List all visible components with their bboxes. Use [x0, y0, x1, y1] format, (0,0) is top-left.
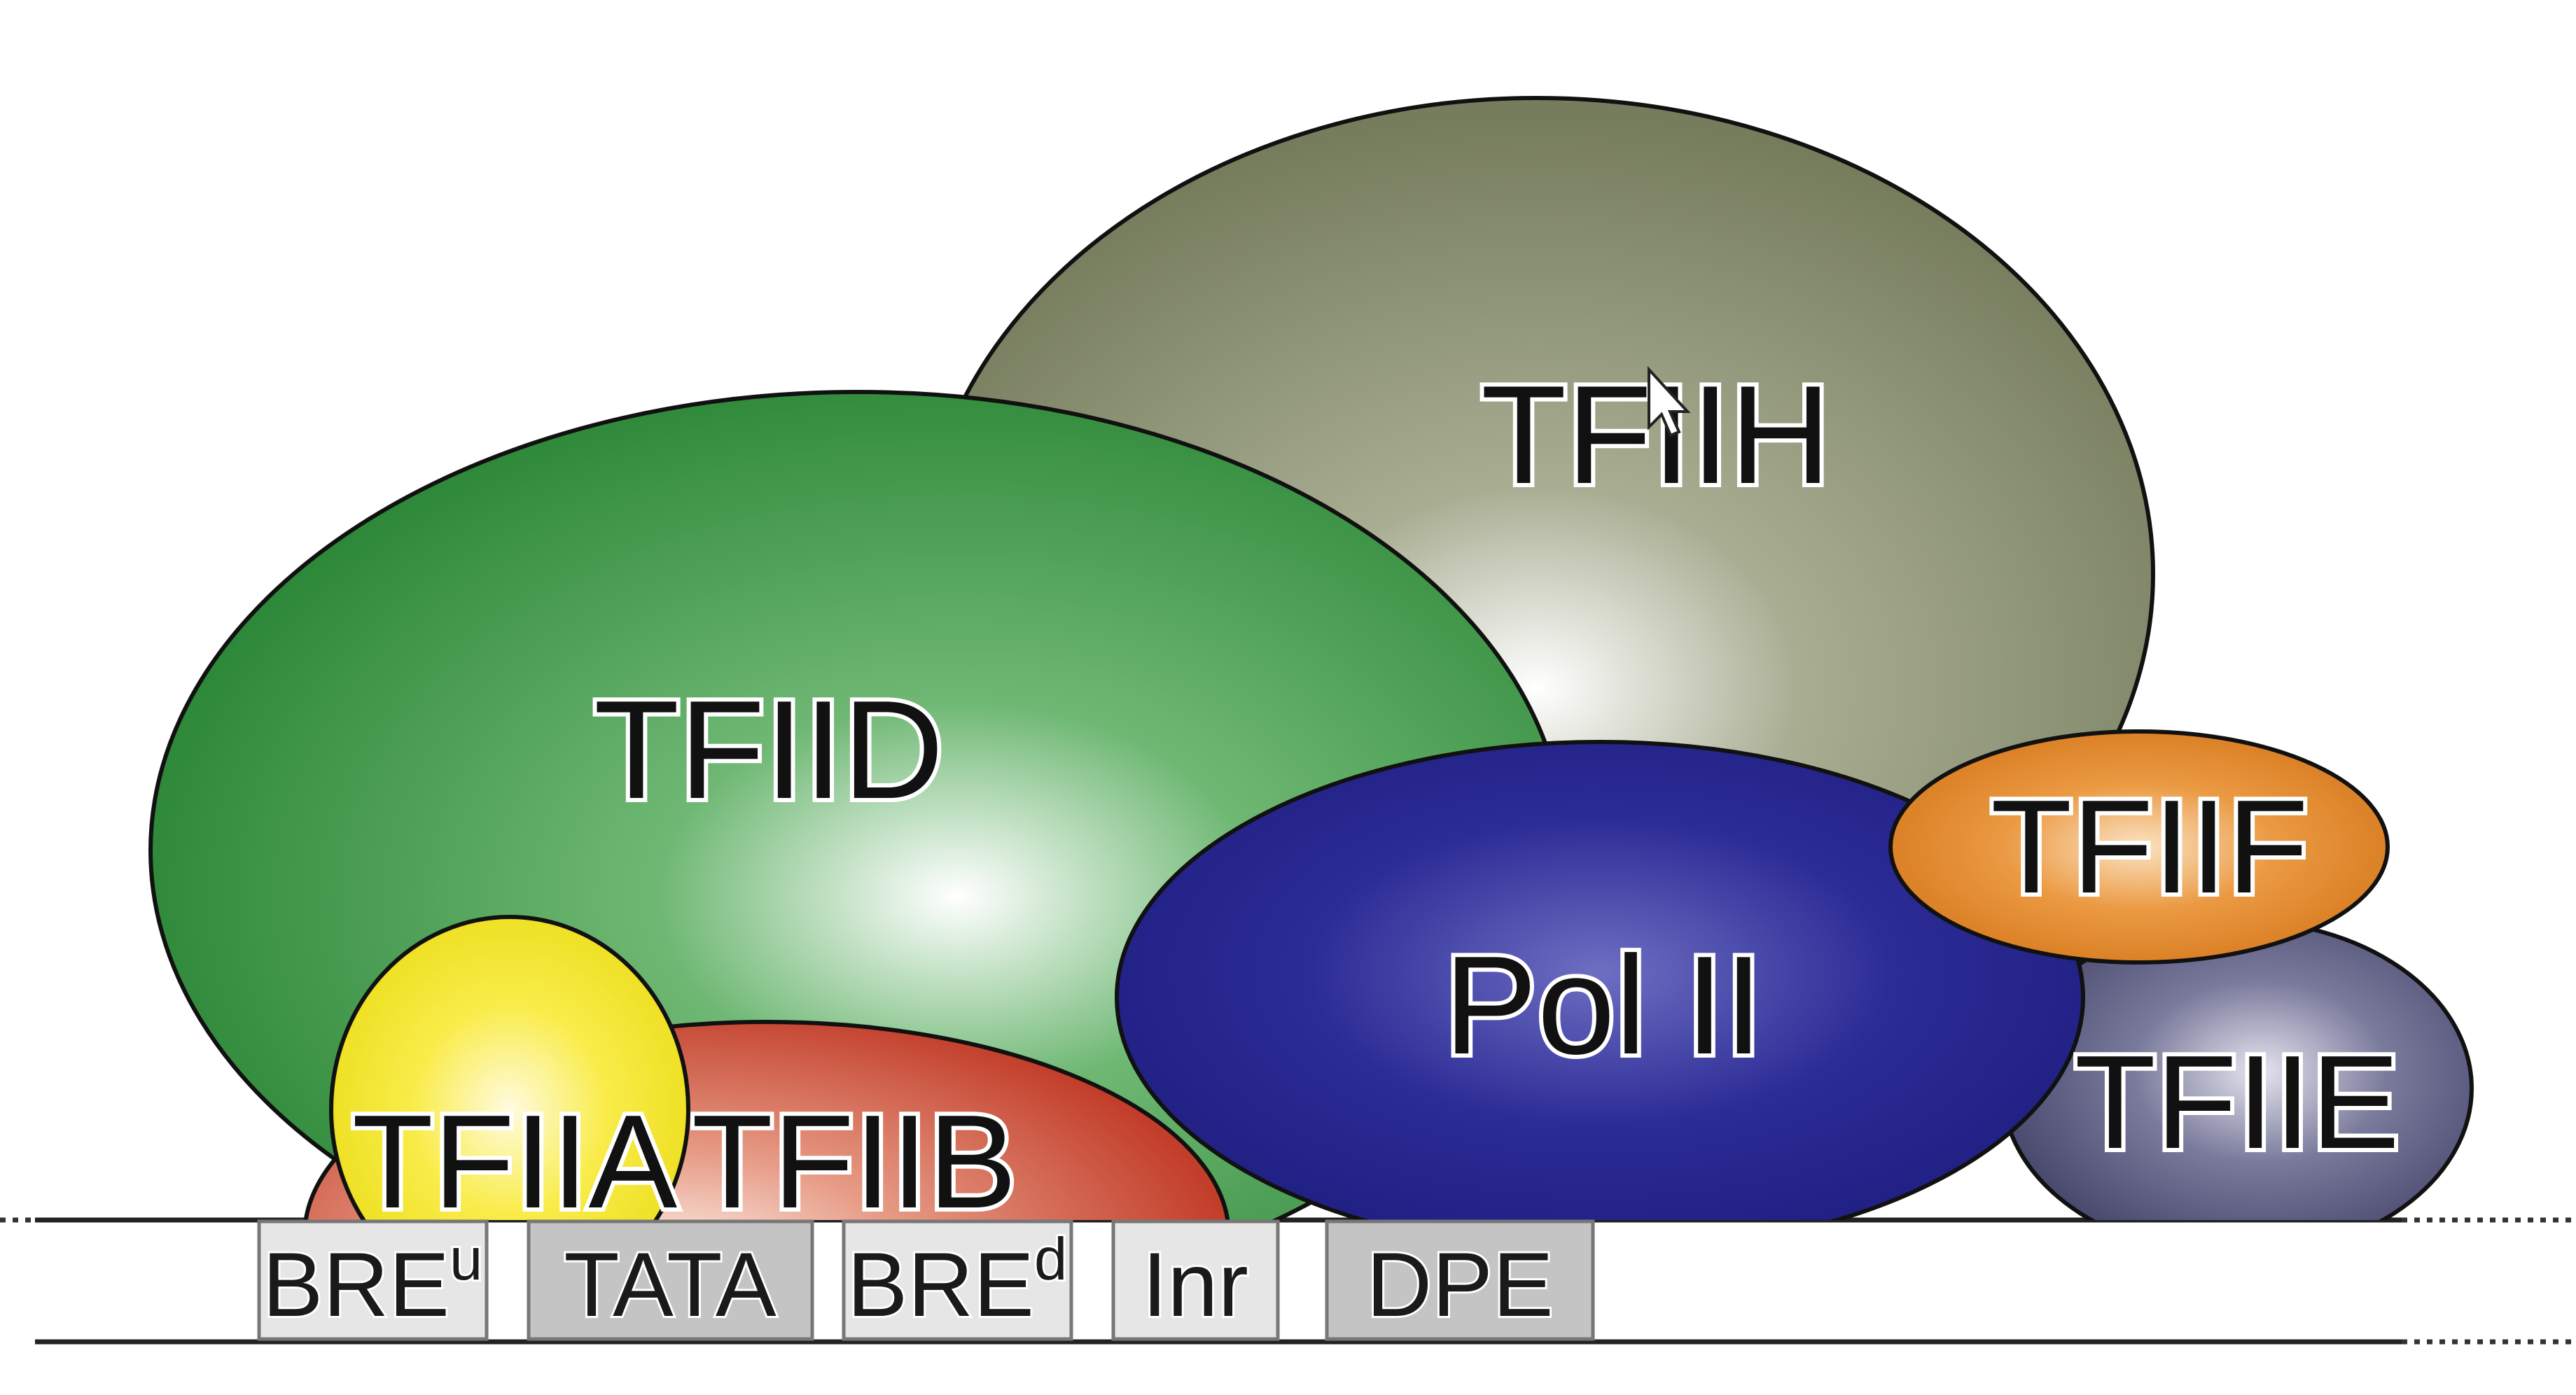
pol2-label: Pol II	[1444, 927, 1763, 1084]
promoter-element-inr: Inr	[1111, 1219, 1280, 1341]
promoter-element-tata: TATA	[527, 1219, 814, 1341]
dpe-box	[1325, 1219, 1595, 1341]
promoter-element-dpe: DPE	[1325, 1219, 1595, 1341]
tfiie-label: TFIIE	[2075, 1028, 2400, 1177]
breu-label: BREu	[263, 1226, 483, 1336]
breu-box	[257, 1219, 489, 1341]
tfiid-label: TFIID	[594, 672, 944, 828]
breu-text: BRE	[263, 1233, 450, 1336]
tata-box	[527, 1219, 814, 1341]
inr-label: Inr	[1142, 1233, 1248, 1336]
bred-sup: d	[1034, 1226, 1067, 1293]
promoter-element-breu: BREu	[257, 1219, 489, 1341]
bred-text: BRE	[847, 1233, 1034, 1336]
tfiib-label: TFIIB	[692, 1088, 1017, 1236]
tfiif-ellipse	[1888, 729, 2390, 965]
tata-label: TATA	[564, 1233, 777, 1336]
tfiia-ellipse	[329, 915, 690, 1220]
mouse-pointer-icon	[1648, 365, 1691, 437]
breu-sup: u	[450, 1226, 482, 1293]
dpe-label: DPE	[1366, 1233, 1553, 1336]
tfiif-label: TFIIF	[1991, 773, 2309, 921]
inr-box	[1111, 1219, 1280, 1341]
tfiia-label: TFIIA	[352, 1088, 678, 1236]
bred-box	[842, 1219, 1073, 1341]
bred-label: BREd	[847, 1226, 1068, 1336]
promoter-element-bred: BREd	[842, 1219, 1073, 1341]
pol2-ellipse	[1115, 740, 2085, 1220]
